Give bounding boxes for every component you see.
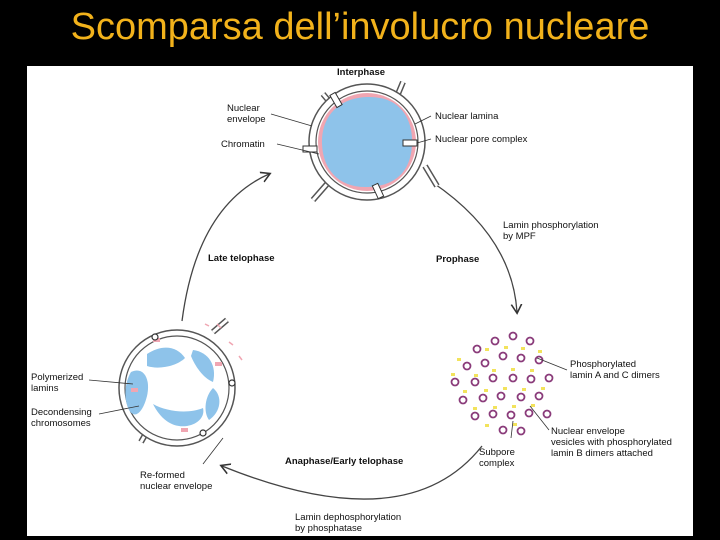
phase-label-anaphase-early-telophase: Anaphase/Early telophase <box>285 456 404 467</box>
telophase-nucleus <box>118 317 243 447</box>
label-reformed-envelope: Re-formed nuclear envelope <box>140 470 213 492</box>
label-nuclear-envelope: Nuclear envelope <box>227 103 266 125</box>
label-lamin-dephosphorylation: Lamin dephosphorylation by phosphatase <box>295 512 402 534</box>
interphase-nucleus <box>302 80 440 202</box>
label-polymerized-lamins: Polymerized lamins <box>31 372 84 394</box>
phase-label-interphase: Interphase <box>337 67 386 78</box>
label-nuclear-pore-complex: Nuclear pore complex <box>435 134 528 145</box>
label-subpore-complex: Subpore complex <box>479 447 515 469</box>
cycle-arrow-anaphase <box>222 445 483 500</box>
label-chromatin: Chromatin <box>221 139 265 150</box>
label-phosphorylated-dimers: Phosphorylated lamin A and C dimers <box>570 359 660 381</box>
phase-label-late-telophase: Late telophase <box>208 253 275 264</box>
slide-title: Scomparsa dell’involucro nucleare <box>70 6 650 48</box>
prophase-vesicles <box>450 331 554 436</box>
nuclear-envelope-cycle-diagram <box>88 80 568 500</box>
label-envelope-vesicles: Nuclear envelope vesicles with phosphory… <box>551 426 672 459</box>
label-lamin-phosphorylation: Lamin phosphorylation by MPF <box>503 220 599 242</box>
prophase-dimers <box>451 346 545 427</box>
label-decondensing-chromosomes: Decondensing chromosomes <box>31 407 92 429</box>
cycle-arrow-late-telophase <box>181 174 269 322</box>
diagram-panel: Interphase Prophase Late telophase Anaph… <box>27 66 693 536</box>
label-nuclear-lamina: Nuclear lamina <box>435 111 499 122</box>
cycle-arrow-prophase <box>431 181 517 312</box>
phase-label-prophase: Prophase <box>436 254 480 265</box>
